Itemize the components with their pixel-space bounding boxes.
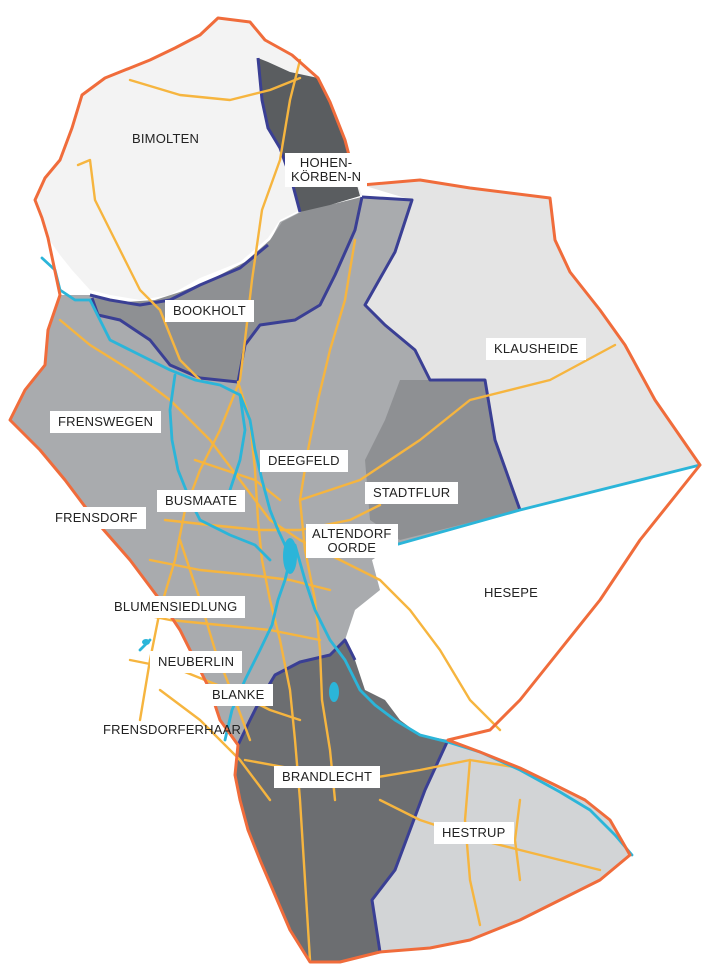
label-hesepe: HESEPE xyxy=(484,585,538,600)
label-hestrup: HESTRUP xyxy=(434,822,514,844)
district-bookholt-area[interactable] xyxy=(92,197,362,382)
label-busmaate: BUSMAATE xyxy=(157,490,246,512)
label-frenswegen: FRENSWEGEN xyxy=(50,411,162,433)
label-deegfeld: DEEGFELD xyxy=(260,450,348,472)
label-bookholt: BOOKHOLT xyxy=(165,300,254,322)
label-brandlecht: BRANDLECHT xyxy=(274,766,381,788)
label-blanke: BLANKE xyxy=(204,684,273,706)
label-stadtflur: STADTFLUR xyxy=(365,482,459,504)
label-frensdorferhaar: FRENSDORFERHAAR xyxy=(103,722,242,737)
label-bimolten: BIMOLTEN xyxy=(132,131,200,146)
label-frensdorf: FRENSDORF xyxy=(47,507,146,529)
lake-altendorf xyxy=(283,538,297,574)
label-klausheide: KLAUSHEIDE xyxy=(486,338,587,360)
label-blumensiedlung: BLUMENSIEDLUNG xyxy=(106,596,246,618)
label-hohenkoerben: HOHEN- KÖRBEN-N xyxy=(285,153,368,187)
lake-blanke xyxy=(329,682,339,702)
outer-city-border xyxy=(8,16,702,964)
lake-neuberlin xyxy=(142,639,150,645)
label-altendorf-oorde: ALTENDORF OORDE xyxy=(306,524,398,558)
label-neuberlin: NEUBERLIN xyxy=(150,651,243,673)
